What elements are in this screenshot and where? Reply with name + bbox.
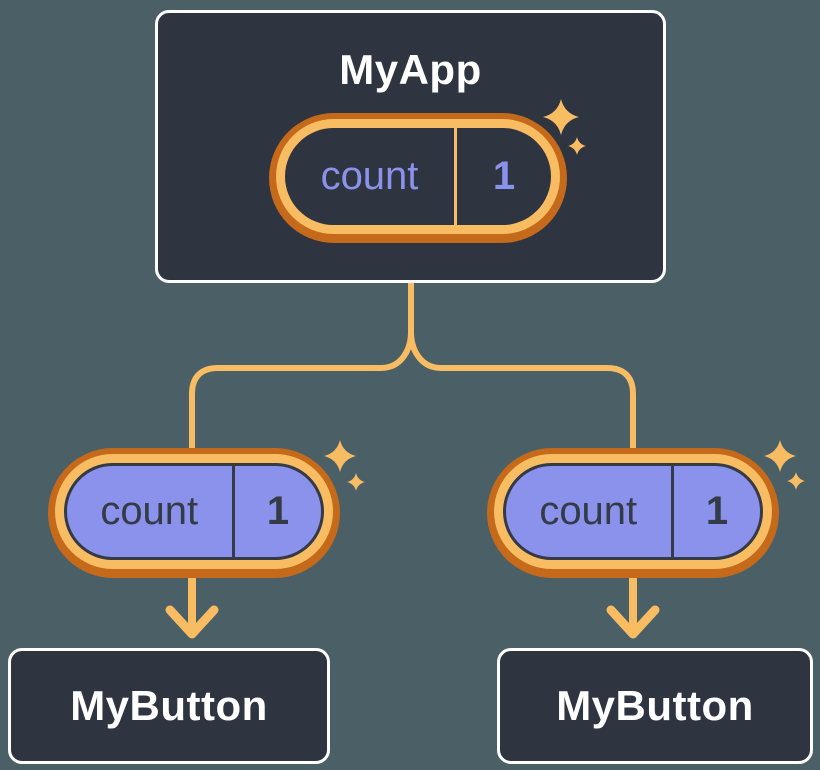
prop-pill-left-divider (231, 466, 235, 557)
prop-pill-left-body: count 1 (64, 463, 324, 560)
state-pill-count: count 1 (269, 113, 567, 243)
component-title-mybutton-left: MyButton (70, 681, 268, 729)
sparkle-icon (787, 472, 805, 490)
arrow-left-head-icon (165, 605, 219, 639)
prop-label-right: count (539, 489, 638, 533)
state-label: count (320, 154, 419, 198)
sparkle-icon (347, 473, 365, 491)
state-pill-inner-ring: count 1 (276, 119, 560, 234)
state-pill-divider (454, 128, 457, 225)
prop-value-left: 1 (266, 489, 290, 533)
prop-pill-right: count 1 (487, 448, 779, 578)
prop-pill-left: count 1 (48, 448, 340, 578)
connector-root-to-right-pill (408, 278, 636, 455)
connector-root-to-left-pill (189, 278, 414, 455)
component-card-mybutton-right: MyButton (497, 648, 813, 764)
prop-value-right: 1 (705, 489, 729, 533)
prop-pill-right-inner-ring: count 1 (494, 454, 772, 569)
component-card-mybutton-left: MyButton (8, 648, 330, 764)
prop-pill-right-divider (670, 466, 674, 557)
prop-pill-left-inner-ring: count 1 (55, 454, 333, 569)
component-title-myapp: MyApp (339, 46, 482, 93)
state-value: 1 (492, 154, 516, 198)
component-card-myapp: MyApp count 1 (155, 10, 666, 283)
prop-label-left: count (100, 489, 199, 533)
sparkle-icon (764, 440, 796, 472)
component-title-mybutton-right: MyButton (556, 681, 754, 729)
arrow-right-head-icon (606, 605, 660, 639)
prop-pill-right-body: count 1 (503, 463, 763, 560)
sparkle-icon (324, 440, 356, 472)
state-pill-body: count 1 (285, 128, 551, 225)
